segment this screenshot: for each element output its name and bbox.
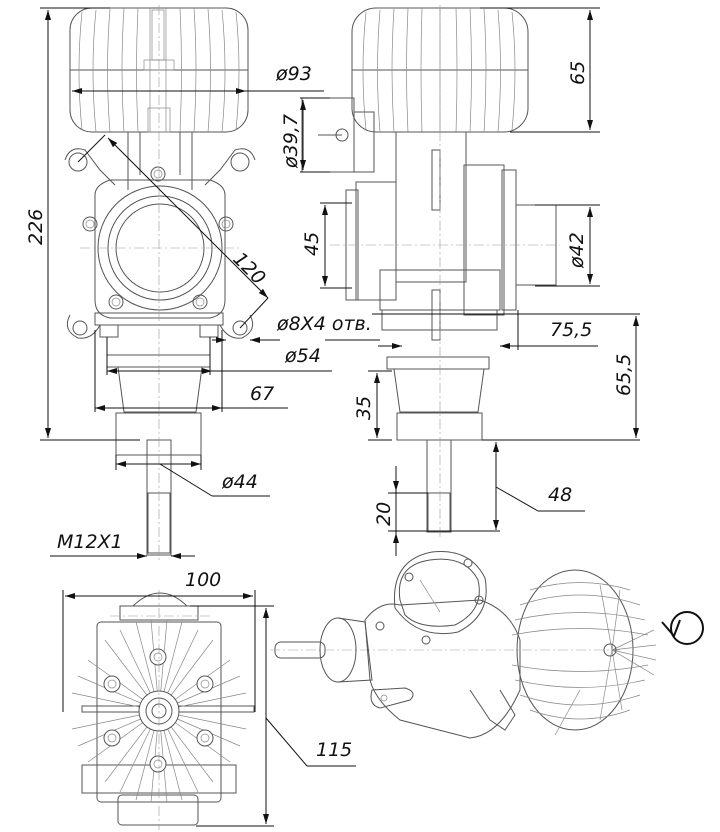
dim-side-65-5: 65,5 — [613, 354, 635, 396]
dim-flange-width: 67 — [250, 383, 274, 405]
isometric-view — [270, 551, 657, 739]
dim-flange-diameter: ø54 — [284, 345, 321, 367]
dim-mount-holes: ø8X4 отв. — [276, 313, 372, 335]
cooling-fins — [78, 7, 240, 133]
dim-thread: M12X1 — [57, 531, 123, 553]
dim-side-45: 45 — [301, 232, 323, 256]
dim-side-35: 35 — [353, 396, 375, 420]
dim-head-height: 65 — [567, 61, 589, 85]
dim-carb-diameter: ø39,7 — [280, 114, 302, 169]
dim-shaft-48: 48 — [548, 484, 572, 506]
dim-side-75-5: 75,5 — [550, 319, 592, 341]
dim-bottom-height: 115 — [316, 739, 352, 761]
bottom-view-dimensions: 100 115 — [62, 569, 356, 827]
dim-fin-diameter: ø93 — [275, 63, 312, 85]
bottom-view — [71, 590, 255, 830]
rotation-direction-icon — [661, 611, 704, 645]
dim-hub-diameter: ø44 — [221, 471, 258, 493]
dim-diagonal-mount: 120 — [228, 248, 269, 289]
side-view-dimensions: 65 ø39,7 45 ø42 75,5 65,5 35 — [280, 7, 640, 556]
dim-bottom-width: 100 — [185, 569, 221, 591]
side-view — [301, 5, 560, 540]
dim-side-diameter-42: ø42 — [566, 232, 588, 269]
dim-thread-length: 20 — [373, 502, 395, 526]
dim-overall-height: 226 — [25, 209, 47, 245]
iso-cooling-fins — [511, 569, 657, 731]
side-cooling-fins — [362, 7, 516, 133]
front-view-dimensions: 226 ø93 120 ø8X4 отв. ø54 67 ø44 — [25, 7, 380, 559]
